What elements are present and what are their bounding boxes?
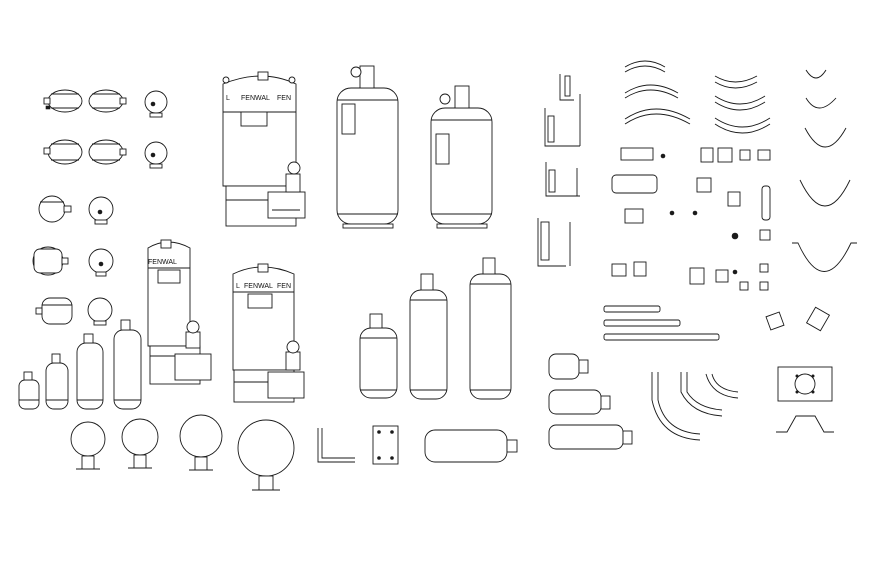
- mounting-brackets: [317, 425, 518, 465]
- flex-hoses: [603, 305, 739, 441]
- fenwal-label-large-top: L: [226, 95, 230, 102]
- large-fenwal-cylinder-top: L FENWAL FEN: [222, 71, 306, 227]
- small-parts-grid: [611, 147, 771, 291]
- small-tank-grid: [32, 89, 168, 326]
- medium-cylinders-row: [359, 257, 512, 400]
- medium-fenwal-cylinder: L FENWAL FEN: [232, 263, 305, 403]
- fenwal-label-medium-tail: FEN: [277, 283, 291, 290]
- fenwal-label-medium: FENWAL: [244, 283, 273, 290]
- horizontal-tank-row-5: [35, 297, 113, 326]
- fenwal-label-medium-prefix: L: [236, 283, 240, 290]
- horizontal-tank-row-3: [38, 195, 114, 225]
- fenwal-label-large-top-tail: FEN: [277, 95, 291, 102]
- horizontal-cylinders: [548, 353, 633, 450]
- small-vertical-cylinders: [18, 319, 142, 410]
- tall-cylinders-top: [336, 65, 493, 229]
- horizontal-tank-row-2: [43, 139, 168, 169]
- valve-and-plate: [765, 306, 834, 433]
- large-fenwal-cylinder-lower: FENWAL: [147, 239, 212, 385]
- horizontal-tank-row-4: [32, 246, 114, 277]
- wall-bracket-column: [537, 74, 581, 267]
- spherical-tanks-row: [70, 414, 295, 491]
- fenwal-label-lower: FENWAL: [148, 259, 177, 266]
- saddle-straps: [624, 60, 857, 272]
- fenwal-label-large-top-brand: FENWAL: [241, 95, 270, 102]
- horizontal-tank-row-1: [43, 89, 168, 118]
